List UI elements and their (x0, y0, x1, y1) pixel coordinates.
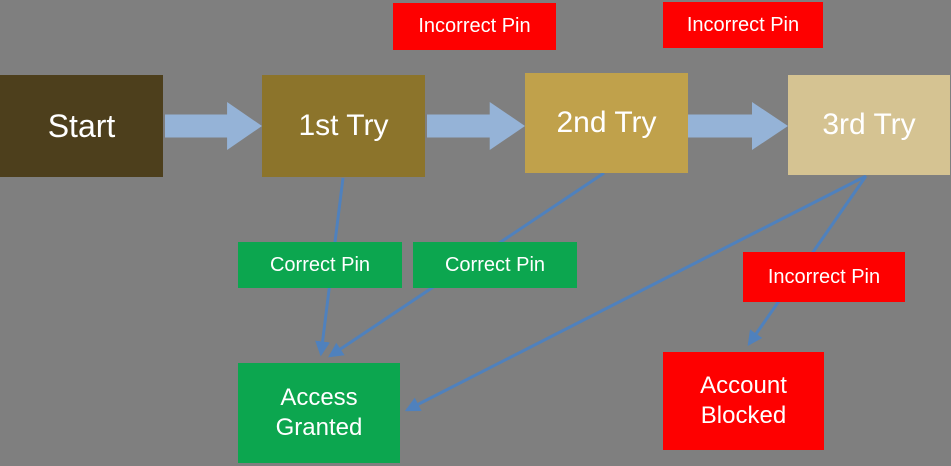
node-account-blocked: Account Blocked (663, 352, 824, 450)
node-1st-try: 1st Try (262, 75, 425, 177)
label-incorrect-pin-top-1: Incorrect Pin (393, 3, 556, 50)
label-incorrect-pin-top-2: Incorrect Pin (663, 2, 823, 48)
node-3rd-try: 3rd Try (788, 75, 950, 175)
node-start: Start (0, 75, 163, 177)
label-correct-pin-1: Correct Pin (238, 242, 402, 288)
node-2nd-try: 2nd Try (525, 73, 688, 173)
arrow-try3-to-access (404, 174, 867, 412)
label-correct-pin-2: Correct Pin (413, 242, 577, 288)
label-incorrect-pin-right: Incorrect Pin (743, 252, 905, 302)
node-access-granted: Access Granted (238, 363, 400, 463)
